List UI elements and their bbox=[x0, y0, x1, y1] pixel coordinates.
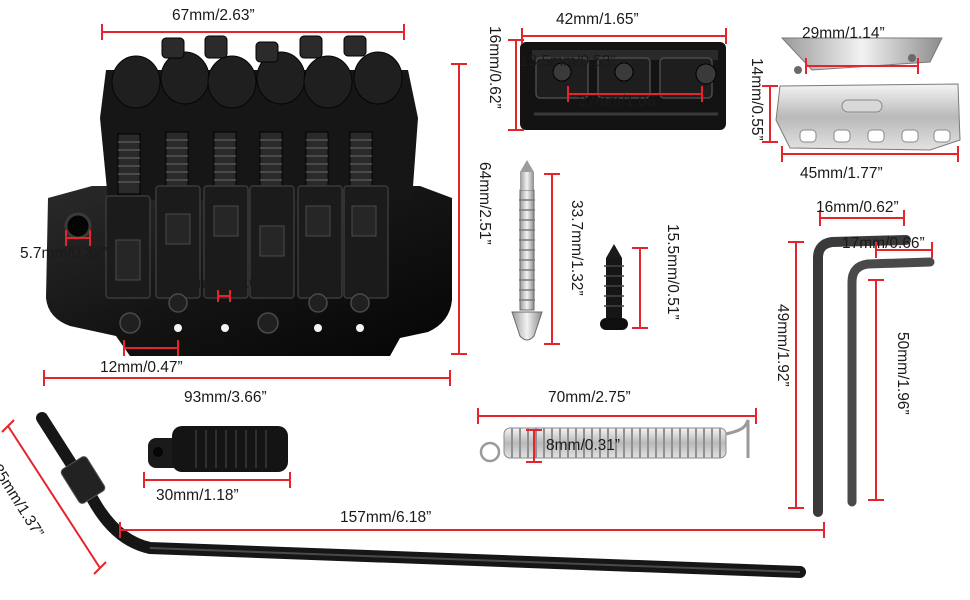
nut-pad-width-label: 13.5mm/0.53” bbox=[520, 53, 616, 70]
bridge-height-label: 64mm/2.51” bbox=[476, 162, 493, 245]
arm-length-label: 157mm/6.18” bbox=[340, 509, 432, 526]
spring-diameter-label: 8mm/0.31” bbox=[546, 437, 621, 454]
hex-key-small bbox=[847, 257, 935, 507]
screw-threads bbox=[118, 139, 372, 183]
bridge-width-label: 67mm/2.63” bbox=[172, 7, 255, 24]
hex-key-large bbox=[813, 235, 911, 517]
spring-length-label: 70mm/2.75” bbox=[548, 389, 631, 406]
nut-screw-spacing-label: 27mm/1.06” bbox=[578, 93, 661, 110]
large-key-short-arm-label: 17mm/0.66” bbox=[842, 235, 925, 252]
slot-width-label: 2.7mm/0.10” bbox=[176, 275, 264, 292]
saddle-clamps bbox=[115, 205, 377, 281]
tremolo-arm-hole bbox=[64, 212, 92, 240]
nut-height-label: 16mm/0.62” bbox=[486, 26, 503, 109]
claw-width-label: 45mm/1.77” bbox=[800, 165, 883, 182]
claw-height-label: 14mm/0.55” bbox=[748, 58, 765, 141]
bridge-string-holes bbox=[174, 324, 364, 332]
short-black-screw bbox=[600, 244, 628, 330]
saddle-lock-screws bbox=[119, 293, 370, 334]
short-screw-length-label: 15.5mm/0.51” bbox=[664, 224, 681, 320]
large-key-length-label: 50mm/1.96” bbox=[894, 332, 911, 415]
bridge-base-width-label: 93mm/3.66” bbox=[184, 389, 267, 406]
dimension-lines bbox=[1, 24, 959, 575]
locking-nut bbox=[520, 42, 726, 130]
tremolo-arm bbox=[36, 412, 806, 578]
claw-top-width-label: 29mm/1.14” bbox=[802, 25, 885, 42]
fine-tuner-screws bbox=[161, 35, 367, 63]
long-wood-screw bbox=[511, 160, 543, 341]
arm-bushing-length-label: 30mm/1.18” bbox=[156, 487, 239, 504]
long-screw-length-label: 33.7mm/1.32” bbox=[568, 200, 585, 296]
tremolo-bridge bbox=[46, 35, 452, 356]
saddle-threaded-screws bbox=[117, 131, 373, 195]
arm-bushing bbox=[148, 426, 288, 472]
nut-width-label: 42mm/1.65” bbox=[556, 11, 639, 28]
tremolo-spring bbox=[479, 419, 750, 463]
saddle-spacing-label: 12mm/0.47” bbox=[100, 359, 183, 376]
hole-diameter-label: 5.7mm/0.22” bbox=[20, 245, 108, 262]
fine-tuner-knobs bbox=[111, 51, 403, 109]
arm-collar bbox=[60, 456, 106, 504]
small-key-length-label: 49mm/1.92” bbox=[774, 304, 791, 387]
small-key-short-arm-label: 16mm/0.62” bbox=[816, 199, 899, 216]
spring-claw bbox=[775, 37, 961, 151]
